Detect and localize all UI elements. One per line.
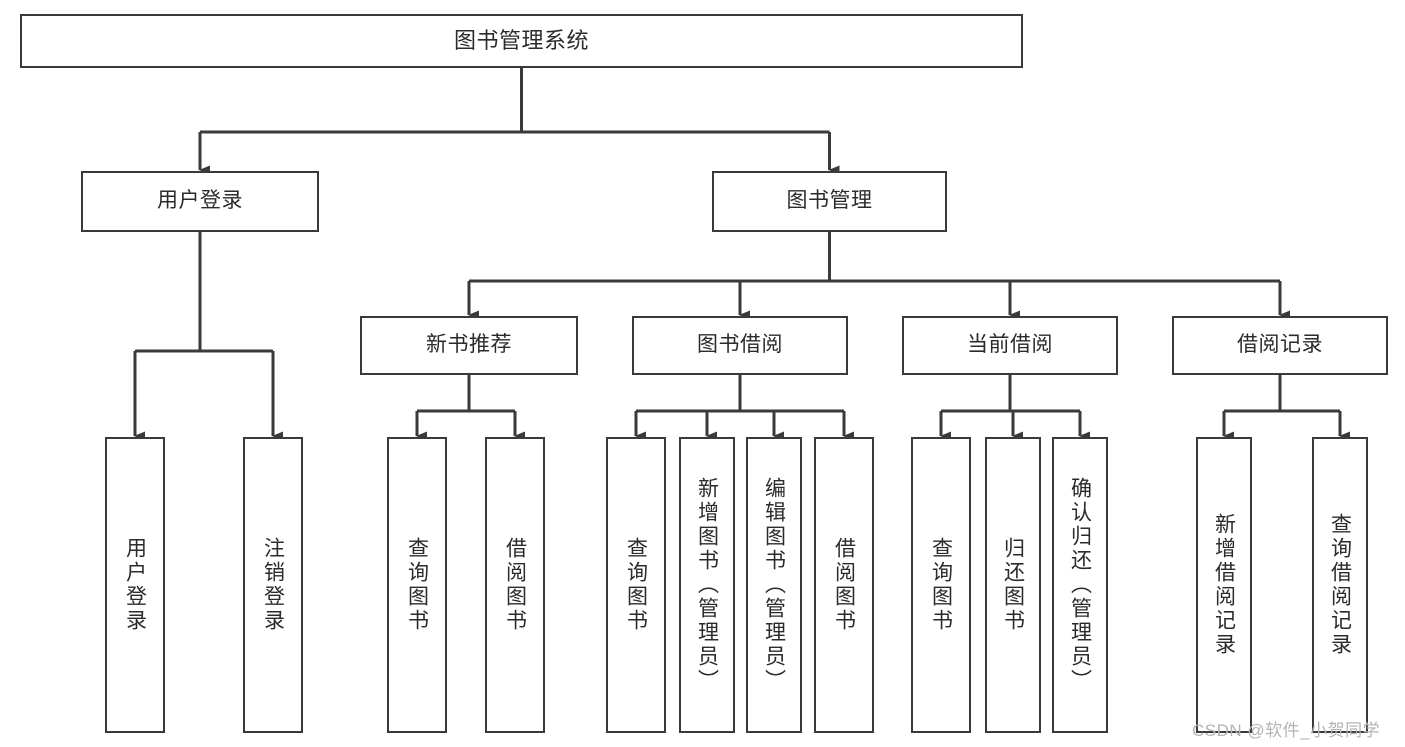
node-leaf-addrec[interactable]: 新增借阅记录 — [1196, 437, 1252, 733]
node-leaf-query1[interactable]: 查询图书 — [387, 437, 447, 733]
node-leaf-logout[interactable]: 注销登录 — [243, 437, 303, 733]
node-label: 用户登录 — [157, 189, 243, 213]
node-leaf-queryrec[interactable]: 查询借阅记录 — [1312, 437, 1368, 733]
watermark-csdn: CSDN @软件_小贺同学 — [1192, 721, 1381, 740]
node-label: 用户登录 — [123, 537, 147, 633]
node-label: 借阅记录 — [1237, 333, 1323, 357]
node-label: 查询图书 — [405, 537, 429, 633]
node-label: 注销登录 — [261, 537, 285, 633]
node-label: 查询图书 — [624, 537, 648, 633]
node-label: 借阅图书 — [503, 537, 527, 633]
node-records[interactable]: 借阅记录 — [1172, 316, 1388, 375]
node-label: 新增借阅记录 — [1212, 513, 1236, 657]
node-label: 查询图书 — [929, 537, 953, 633]
node-leaf-add[interactable]: 新增图书（管理员） — [679, 437, 735, 733]
node-leaf-confirm[interactable]: 确认归还（管理员） — [1052, 437, 1108, 733]
node-root[interactable]: 图书管理系统 — [20, 14, 1023, 68]
node-borrow[interactable]: 图书借阅 — [632, 316, 848, 375]
node-leaf-return[interactable]: 归还图书 — [985, 437, 1041, 733]
node-leaf-borrow2[interactable]: 借阅图书 — [814, 437, 874, 733]
node-leaf-query3[interactable]: 查询图书 — [911, 437, 971, 733]
node-leaf-edit[interactable]: 编辑图书（管理员） — [746, 437, 802, 733]
node-label: 查询借阅记录 — [1328, 513, 1352, 657]
node-label: 借阅图书 — [832, 537, 856, 633]
node-current[interactable]: 当前借阅 — [902, 316, 1118, 375]
edges — [133, 68, 1350, 441]
node-label: 新增图书（管理员） — [695, 477, 719, 693]
node-label: 图书借阅 — [697, 333, 783, 357]
node-label: 图书管理系统 — [453, 28, 589, 54]
node-bookmgmt[interactable]: 图书管理 — [712, 171, 947, 232]
node-newbook[interactable]: 新书推荐 — [360, 316, 578, 375]
node-login[interactable]: 用户登录 — [81, 171, 319, 232]
node-label: 归还图书 — [1001, 537, 1025, 633]
node-leaf-query2[interactable]: 查询图书 — [606, 437, 666, 733]
node-label: 编辑图书（管理员） — [762, 477, 786, 693]
node-label: 图书管理 — [786, 189, 873, 213]
node-leaf-login[interactable]: 用户登录 — [105, 437, 165, 733]
node-leaf-borrow1[interactable]: 借阅图书 — [485, 437, 545, 733]
node-label: 确认归还（管理员） — [1068, 477, 1092, 693]
node-label: 当前借阅 — [967, 333, 1053, 357]
node-label: 新书推荐 — [426, 333, 512, 357]
